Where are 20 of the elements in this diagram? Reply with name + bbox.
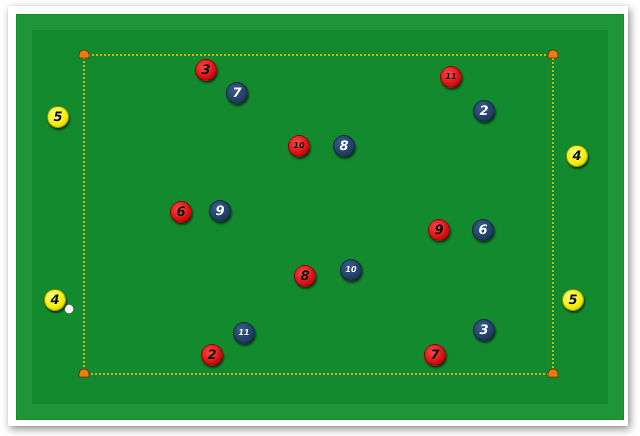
player-number: 11 xyxy=(445,73,457,81)
player-number: 10 xyxy=(345,266,357,274)
player-number: 8 xyxy=(300,270,310,282)
player-number: 2 xyxy=(207,348,217,362)
player-number: 11 xyxy=(238,329,250,337)
player-number: 5 xyxy=(568,294,578,306)
player-number: 7 xyxy=(430,348,440,362)
player-number: 8 xyxy=(339,140,349,152)
player-number: 6 xyxy=(478,224,488,236)
player-number: 4 xyxy=(572,150,582,162)
player-number: 5 xyxy=(53,110,63,124)
player-number: 10 xyxy=(293,142,305,150)
player-number: 2 xyxy=(479,104,489,118)
player-number: 3 xyxy=(479,324,489,336)
player-number: 9 xyxy=(434,224,444,236)
player-number: 9 xyxy=(215,204,225,218)
player-number: 7 xyxy=(232,86,242,100)
player-number: 4 xyxy=(50,294,60,306)
player-number: 6 xyxy=(176,206,186,218)
player-number: 3 xyxy=(201,64,211,76)
